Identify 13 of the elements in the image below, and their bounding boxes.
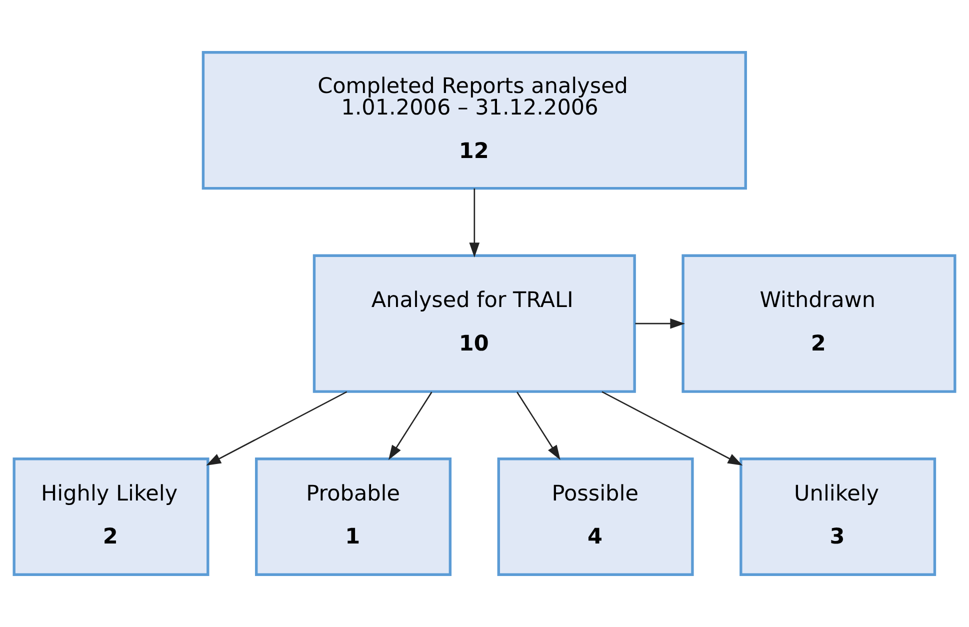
node-box: Analysed for TRALI 10 bbox=[312, 254, 636, 393]
node-box: Completed Reports analysed 1.01.2006 – 31.12.2006 12 bbox=[202, 51, 747, 190]
node-box: Possible 4 bbox=[497, 458, 694, 576]
arrow bbox=[388, 392, 432, 460]
arrow bbox=[602, 391, 743, 466]
node-box: Withdrawn 2 bbox=[682, 254, 956, 393]
node-box: Highly Likely 2 bbox=[12, 458, 210, 576]
node-box: Probable 1 bbox=[255, 458, 452, 576]
arrow bbox=[469, 188, 480, 258]
arrow bbox=[635, 318, 686, 329]
arrow bbox=[206, 391, 348, 466]
node-box: Unlikely 3 bbox=[740, 458, 936, 576]
arrow bbox=[516, 392, 560, 460]
